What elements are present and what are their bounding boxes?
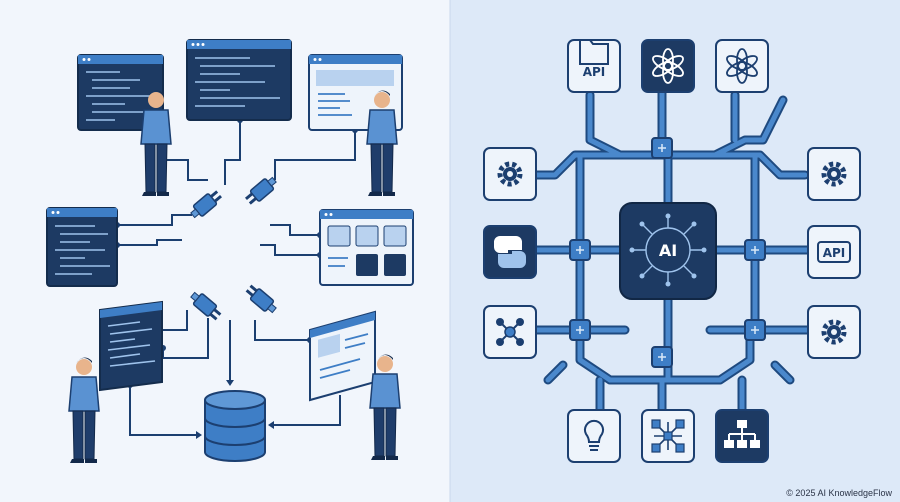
code-window-top-left <box>77 54 164 131</box>
ai-hub: AI <box>619 202 717 300</box>
python-logo-icon <box>483 225 537 279</box>
code-window-top-center <box>186 39 292 121</box>
code-tablet-bottom-left <box>99 300 163 392</box>
gear-icon <box>483 147 537 201</box>
gear-icon <box>807 305 861 359</box>
tile-label: API <box>823 246 846 260</box>
tool-tiles: API API <box>483 39 861 463</box>
hub-label: AI <box>659 241 677 260</box>
network-nodes-icon <box>483 305 537 359</box>
tile-label: API <box>583 65 606 79</box>
connected-nodes-icon <box>641 409 695 463</box>
lightbulb-icon <box>567 409 621 463</box>
openai-logo-icon <box>641 39 695 93</box>
pipe-junctions <box>569 137 766 368</box>
api-folder-icon: API <box>567 39 621 93</box>
dashboard-window-mid-right <box>319 209 414 286</box>
left-wires <box>116 120 356 436</box>
copyright-credit: © 2025 AI KnowledgeFlow <box>786 488 892 498</box>
database-icon <box>204 390 266 462</box>
hierarchy-icon <box>715 409 769 463</box>
openai-logo-icon <box>715 39 769 93</box>
api-icon: API <box>807 225 861 279</box>
gear-icon <box>807 147 861 201</box>
code-window-mid-left <box>46 207 118 287</box>
